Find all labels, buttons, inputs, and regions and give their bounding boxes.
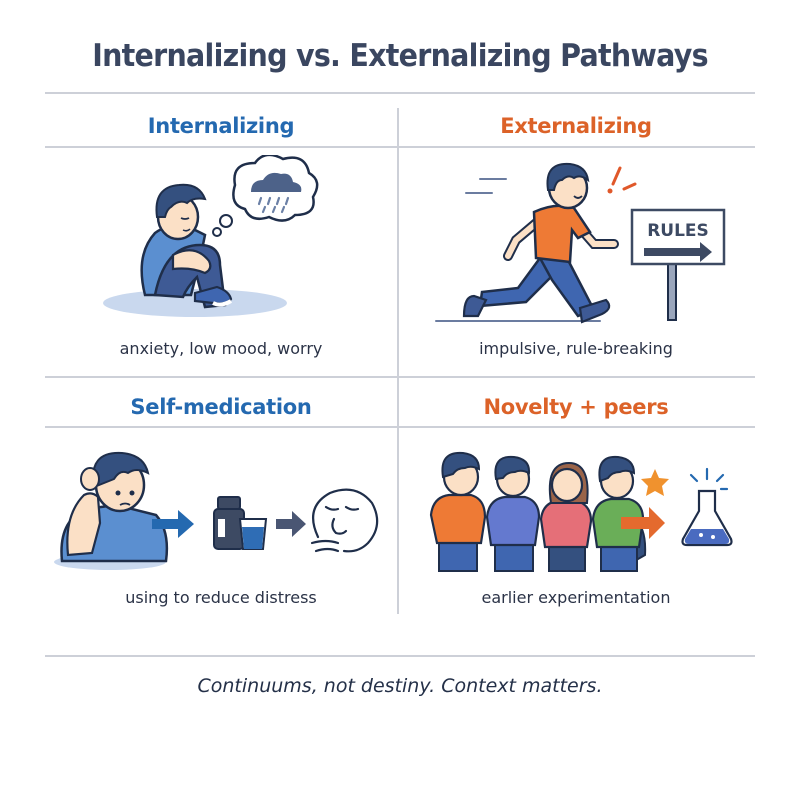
page-title: Internalizing vs. Externalizing Pathways xyxy=(92,38,708,74)
caption-self-medication: using to reduce distress xyxy=(125,588,317,607)
sign-text: RULES xyxy=(647,221,709,241)
caption-externalizing: impulsive, rule-breaking xyxy=(479,339,673,358)
flask-icon xyxy=(681,467,733,547)
pill-bottle-icon xyxy=(213,496,245,550)
caption-internalizing: anxiety, low mood, worry xyxy=(119,339,323,358)
exclamation-icon xyxy=(607,166,637,194)
arrow-right-icon xyxy=(276,511,306,537)
arrow-right-icon xyxy=(621,507,665,539)
relieved-face-icon xyxy=(310,488,379,553)
row-divider xyxy=(45,376,755,378)
distressed-child-icon xyxy=(54,451,379,570)
row1-header-divider xyxy=(45,146,755,148)
rules-sign-icon: RULES xyxy=(630,208,726,321)
heading-externalizing: Externalizing xyxy=(500,114,652,138)
glass-icon xyxy=(238,518,268,550)
heading-novelty-peers: Novelty + peers xyxy=(483,395,669,419)
column-divider xyxy=(397,108,399,614)
caption-novelty-peers: earlier experimentation xyxy=(481,588,671,607)
rain-cloud-icon xyxy=(251,172,302,214)
sad-sitting-child-icon xyxy=(103,155,319,317)
heading-internalizing: Internalizing xyxy=(147,114,295,138)
row2-header-divider xyxy=(45,426,755,428)
star-icon xyxy=(641,469,669,496)
peer-group-icon xyxy=(429,451,733,572)
title-divider xyxy=(45,92,755,94)
footer-note: Continuums, not destiny. Context matters… xyxy=(197,675,603,697)
heading-self-medication: Self-medication xyxy=(130,395,312,419)
thought-bubble-icon xyxy=(212,155,319,237)
running-child-icon: RULES xyxy=(435,162,726,324)
footer-divider xyxy=(45,655,755,657)
arrow-right-icon xyxy=(152,510,194,538)
